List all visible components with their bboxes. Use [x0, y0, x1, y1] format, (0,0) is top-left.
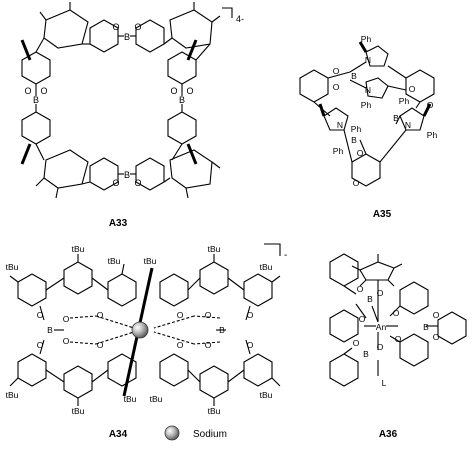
a35-phenyl-4: Ph — [333, 146, 344, 156]
a33-oxygen-2: O — [134, 22, 141, 32]
a35-oxygen-6: O — [353, 178, 360, 188]
structure-a33 — [20, 2, 233, 199]
a36-oxygen-8: O — [433, 310, 440, 320]
a33-atom-labels: B B B B O O O O O O O O — [24, 22, 193, 188]
a34-tbu-7: tBu — [6, 390, 19, 400]
a34-oxygen-7: O — [177, 310, 184, 320]
a34-tbu-2: tBu — [72, 244, 85, 254]
a36-oxygen-3: O — [393, 308, 400, 318]
a34-oxygen-5: O — [97, 310, 104, 320]
a34-oxygen-10: O — [205, 340, 212, 350]
a35-oxygen-3: O — [409, 84, 416, 94]
a35-oxygen-1: O — [333, 66, 340, 76]
a33-charge: 4- — [236, 14, 244, 24]
a35-atom-labels: B B B N N N N O O O O O O Ph Ph Ph Ph Ph… — [333, 34, 438, 188]
a33-oxygen-3: O — [112, 178, 119, 188]
a34-tbu-11: tBu — [208, 406, 221, 416]
a36-ligand: L — [382, 378, 387, 388]
a35-nitrogen-1: N — [365, 55, 371, 65]
a34-tbu-4: tBu — [144, 256, 157, 266]
a34-sodium-atom — [131, 321, 149, 339]
a35-boron-1: B — [351, 71, 357, 81]
a36-oxygen-5: O — [395, 334, 402, 344]
a33-oxygen-5: O — [24, 86, 31, 96]
a35-phenyl-1: Ph — [361, 34, 372, 44]
a35-phenyl-3: Ph — [351, 124, 362, 134]
a33-label: A33 — [109, 218, 128, 229]
a35-oxygen-2: O — [333, 82, 340, 92]
a35-oxygen-4: O — [427, 100, 434, 110]
a36-label: A36 — [379, 429, 398, 440]
a33-boron-right: B — [179, 95, 185, 105]
a33-oxygen-4: O — [134, 178, 141, 188]
a33-boron-left: B — [33, 95, 39, 105]
a35-phenyl-2: Ph — [361, 100, 372, 110]
a36-oxygen-9: O — [433, 332, 440, 342]
a33-oxygen-6: O — [40, 86, 47, 96]
a35-boron-3: B — [393, 113, 399, 123]
a36-atom-labels: An B B B O O O O O O O O O L — [353, 284, 440, 388]
structure-a35 — [299, 41, 435, 187]
a36-boron-top: B — [367, 294, 373, 304]
a34-boron-left: B — [47, 325, 53, 335]
a34-oxygen-12: O — [247, 340, 254, 350]
a33-oxygen-7: O — [170, 86, 177, 96]
a34-oxygen-3: O — [63, 314, 70, 324]
a35-nitrogen-4: N — [405, 120, 411, 130]
a34-oxygen-6: O — [97, 340, 104, 350]
a36-boron-right: B — [423, 322, 429, 332]
a33-boron-bottom: B — [124, 170, 130, 180]
a36-boron-bottom: B — [363, 349, 369, 359]
a35-phenyl-5: Ph — [399, 96, 410, 106]
a36-oxygen-6: O — [377, 342, 384, 352]
a34-legend: Sodium — [164, 425, 227, 441]
a34-atom-labels: B B O O O O O O O O O O O O — [37, 310, 254, 350]
a34-oxygen-2: O — [37, 340, 44, 350]
a34-tbu-8: tBu — [72, 406, 85, 416]
a36-actinide: An — [376, 322, 387, 332]
a33-oxygen-1: O — [112, 22, 119, 32]
a33-oxygen-8: O — [186, 86, 193, 96]
a34-tbu-5: tBu — [208, 244, 221, 254]
legend-sodium-text: Sodium — [193, 429, 227, 440]
a35-label: A35 — [373, 209, 392, 220]
a34-tbu-3: tBu — [108, 256, 121, 266]
a34-oxygen-11: O — [247, 310, 254, 320]
a34-tbu-9: tBu — [124, 394, 137, 404]
a36-oxygen-2: O — [377, 288, 384, 298]
a34-tbu-10: tBu — [150, 394, 163, 404]
a34-oxygen-4: O — [63, 336, 70, 346]
a35-nitrogen-2: N — [365, 85, 371, 95]
a34-charge: - — [284, 250, 287, 261]
a33-boron-top: B — [124, 32, 130, 42]
a34-boron-right: B — [219, 325, 225, 335]
a36-oxygen-1: O — [357, 284, 364, 294]
a36-oxygen-7: O — [353, 338, 360, 348]
a35-oxygen-5: O — [357, 148, 364, 158]
structure-a36 — [329, 253, 467, 387]
a34-label: A34 — [109, 429, 128, 440]
a36-oxygen-4: O — [359, 314, 366, 324]
a35-boron-2: B — [351, 135, 357, 145]
a34-oxygen-9: O — [205, 310, 212, 320]
a34-tbu-6: tBu — [260, 262, 273, 272]
a34-tbu-1: tBu — [6, 262, 19, 272]
a34-tbu-12: tBu — [260, 390, 273, 400]
a34-oxygen-8: O — [177, 340, 184, 350]
a34-oxygen-1: O — [37, 310, 44, 320]
legend-sodium-sphere — [164, 425, 180, 441]
a35-phenyl-6: Ph — [427, 130, 438, 140]
a34-tbutyl-labels: tBu tBu tBu tBu tBu tBu tBu tBu tBu tBu … — [6, 244, 273, 416]
a35-nitrogen-3: N — [337, 120, 343, 130]
